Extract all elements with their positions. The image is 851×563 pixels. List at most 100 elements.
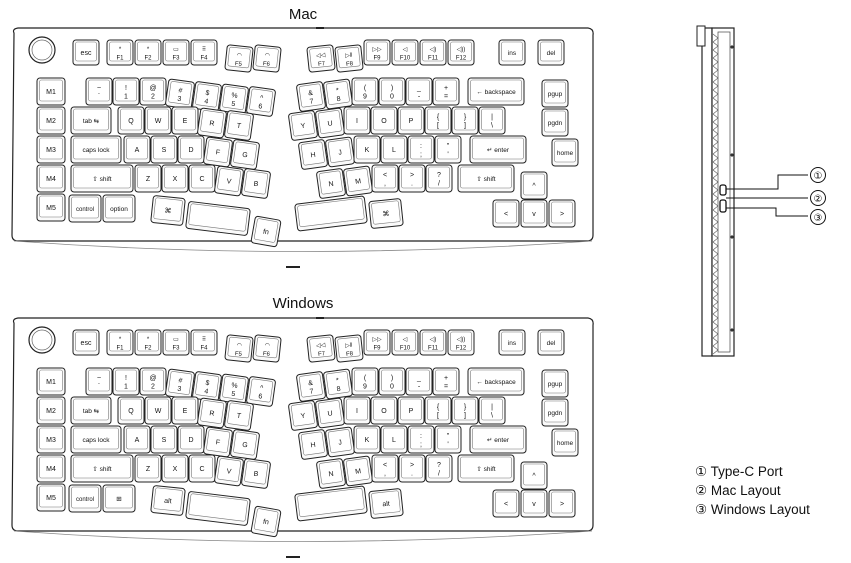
control-key[interactable]: control xyxy=(68,194,102,223)
key-r-i[interactable]: I xyxy=(343,396,371,425)
key-a[interactable]: A xyxy=(123,425,151,454)
key-c[interactable]: C xyxy=(188,454,216,483)
enter-key[interactable]: ↵ enter xyxy=(469,425,527,454)
enter-key[interactable]: ↵ enter xyxy=(469,135,527,164)
right-command-key[interactable]: alt xyxy=(368,488,404,519)
esc-key[interactable]: esc xyxy=(72,39,100,66)
right-arrow-key[interactable]: > xyxy=(548,489,576,518)
key-r-p[interactable]: P xyxy=(397,106,425,135)
key-a[interactable]: A xyxy=(123,135,151,164)
pgdn-key[interactable]: pgdn xyxy=(541,398,569,427)
key-r-8[interactable]: *8 xyxy=(323,368,353,400)
key-e[interactable]: E xyxy=(171,106,199,135)
key-r-k[interactable]: K xyxy=(353,135,381,164)
key-r-j[interactable]: J xyxy=(325,136,355,168)
fn-key-f2[interactable]: *F2 xyxy=(134,39,162,66)
key-r-y[interactable]: Y xyxy=(288,400,318,431)
key-r-0[interactable]: )0 xyxy=(378,77,406,106)
left-shift-key[interactable]: ⇧ shift xyxy=(70,164,134,193)
fn-key-f7[interactable]: ◁◁F7 xyxy=(306,44,336,73)
del-key[interactable]: del xyxy=(537,39,565,66)
key-v[interactable]: V xyxy=(214,165,244,197)
macro-key-m1[interactable]: M1 xyxy=(36,77,66,106)
fn-key-f8[interactable]: ▷‖F8 xyxy=(334,334,364,363)
key-r-o[interactable]: O xyxy=(370,106,398,135)
macro-key-m5[interactable]: M5 xyxy=(36,483,66,512)
macro-key-m4[interactable]: M4 xyxy=(36,164,66,193)
key-r-x[interactable]: _- xyxy=(405,367,433,396)
key-r-x[interactable]: "' xyxy=(434,425,462,454)
key-r-x[interactable]: <, xyxy=(371,454,399,483)
key-r-x[interactable]: {[ xyxy=(424,106,452,135)
key-r-x[interactable]: ?/ xyxy=(425,454,453,483)
key-r[interactable]: R xyxy=(197,107,227,139)
control-key[interactable]: control xyxy=(68,484,102,513)
left-command-key[interactable]: ⌘ xyxy=(150,195,186,226)
fn-key-f11[interactable]: ◁)F11 xyxy=(419,39,447,66)
right-command-key[interactable]: ⌘ xyxy=(368,198,404,229)
key-r-x[interactable]: |\ xyxy=(478,106,506,135)
macro-key-m2[interactable]: M2 xyxy=(36,106,66,135)
home-key[interactable]: home xyxy=(551,428,579,457)
key-r-o[interactable]: O xyxy=(370,396,398,425)
pgdn-key[interactable]: pgdn xyxy=(541,108,569,137)
fn-key-f10[interactable]: ◁F10 xyxy=(391,329,419,356)
fn-key-f8[interactable]: ▷‖F8 xyxy=(334,44,364,73)
right-arrow-key[interactable]: > xyxy=(548,199,576,228)
fn-key-f1[interactable]: *F1 xyxy=(106,329,134,356)
key-r-x[interactable]: |\ xyxy=(478,396,506,425)
fn-key-f5[interactable]: ◠F5 xyxy=(224,44,254,73)
caps-lock-key[interactable]: caps lock xyxy=(70,425,122,454)
ins-key[interactable]: ins xyxy=(498,329,526,356)
left-command-key[interactable]: alt xyxy=(150,485,186,516)
macro-key-m4[interactable]: M4 xyxy=(36,454,66,483)
key-b[interactable]: B xyxy=(241,168,271,199)
key-1[interactable]: !1 xyxy=(112,367,140,396)
fn-key-f3[interactable]: ▭F3 xyxy=(162,39,190,66)
macro-key-m2[interactable]: M2 xyxy=(36,396,66,425)
volume-knob[interactable] xyxy=(28,326,56,354)
key-r-x[interactable]: ?/ xyxy=(425,164,453,193)
key-5[interactable]: %5 xyxy=(219,373,249,405)
key-5[interactable]: %5 xyxy=(219,83,249,115)
fn-key-f9[interactable]: ▷▷F9 xyxy=(363,329,391,356)
key-4[interactable]: $4 xyxy=(192,371,222,402)
key-t[interactable]: T xyxy=(224,110,254,141)
key-r-u[interactable]: U xyxy=(315,107,345,139)
key-r-j[interactable]: J xyxy=(325,426,355,458)
key-g[interactable]: G xyxy=(230,139,260,170)
key-s[interactable]: S xyxy=(150,425,178,454)
key-q[interactable]: Q xyxy=(117,106,145,135)
key-w[interactable]: W xyxy=(144,106,172,135)
key-r-u[interactable]: U xyxy=(315,397,345,429)
key-r-x[interactable]: }] xyxy=(451,396,479,425)
key-t[interactable]: T xyxy=(224,400,254,431)
macro-key-m1[interactable]: M1 xyxy=(36,367,66,396)
backspace-key[interactable]: ← backspace xyxy=(467,77,525,106)
fn-key[interactable]: fn xyxy=(250,215,282,248)
key-r-x[interactable]: :; xyxy=(407,135,435,164)
key-r-p[interactable]: P xyxy=(397,396,425,425)
right-shift-key[interactable]: ⇧ shift xyxy=(457,454,515,483)
key-c[interactable]: C xyxy=(188,164,216,193)
esc-key[interactable]: esc xyxy=(72,329,100,356)
key-3[interactable]: #3 xyxy=(165,78,195,110)
del-key[interactable]: del xyxy=(537,329,565,356)
key-r-h[interactable]: H xyxy=(298,429,328,460)
key-r-x[interactable]: += xyxy=(432,77,460,106)
left-shift-key[interactable]: ⇧ shift xyxy=(70,454,134,483)
key-b[interactable]: B xyxy=(241,458,271,489)
macro-key-m3[interactable]: M3 xyxy=(36,425,66,454)
key-r-l[interactable]: L xyxy=(380,425,408,454)
left-arrow-key[interactable]: < xyxy=(492,199,520,228)
fn-key-f6[interactable]: ◠F6 xyxy=(252,334,282,363)
tab-key[interactable]: tab ⇆ xyxy=(70,106,112,135)
right-space-key[interactable] xyxy=(294,195,368,232)
key-f[interactable]: F xyxy=(203,136,233,168)
fn-key-f12[interactable]: ◁))F12 xyxy=(447,329,475,356)
up-arrow-key[interactable]: ^ xyxy=(520,461,548,490)
home-key[interactable]: home xyxy=(551,138,579,167)
key-z[interactable]: Z xyxy=(134,454,162,483)
key-f[interactable]: F xyxy=(203,426,233,458)
pgup-key[interactable]: pgup xyxy=(541,369,569,398)
